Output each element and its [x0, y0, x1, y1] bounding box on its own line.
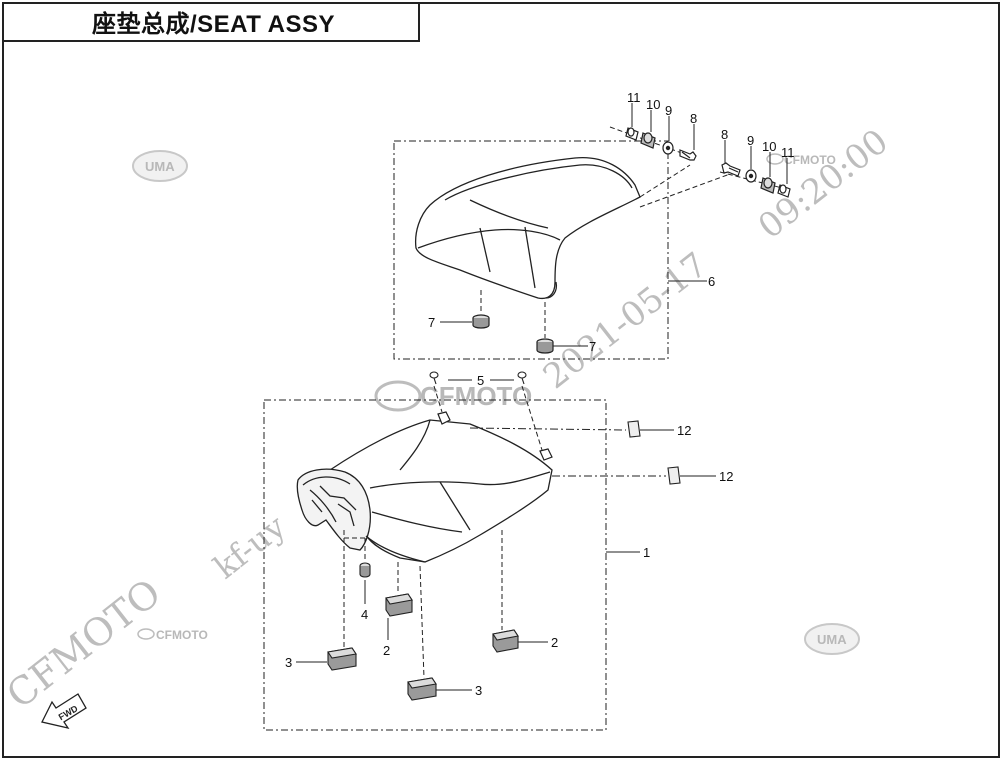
- callout-3-left: 3: [285, 655, 292, 670]
- svg-text:UMA: UMA: [817, 632, 847, 647]
- svg-text:CFMOTO: CFMOTO: [784, 153, 836, 167]
- rubber-block-2-right: [492, 629, 519, 653]
- collar-11-right: [777, 184, 791, 198]
- rear-seat-group-box: [393, 140, 669, 360]
- rubber-block-3-bottom: [407, 677, 437, 701]
- callout-2-right: 2: [551, 635, 558, 650]
- rear-seat-cushion: [414, 156, 641, 300]
- washer-9-left: [662, 141, 674, 155]
- label-pad-12-lower: [667, 466, 681, 485]
- front-seat-cushion: [296, 419, 553, 563]
- callout-12-upper: 12: [677, 423, 691, 438]
- callout-3-bottom: 3: [475, 683, 482, 698]
- watermark-brand-text: CFMOTO: [0, 570, 169, 717]
- svg-text:UMA: UMA: [145, 159, 175, 174]
- cfmoto-logo-center: CFMOTO: [374, 380, 532, 412]
- front-seat-hooks: [437, 411, 553, 461]
- callout-9-left: 9: [665, 103, 672, 118]
- callout-11-left: 11: [627, 90, 641, 105]
- callout-5: 5: [477, 373, 484, 388]
- title-block: 座垫总成/SEAT ASSY: [2, 2, 420, 42]
- callout-labels: 11 10 9 8 8 9 10 11 6 7 7 5 12 12 1 4 2 …: [285, 90, 795, 698]
- fastener-stack-right: [721, 162, 791, 198]
- rubber-block-3-left: [327, 647, 357, 671]
- callout-9-right: 9: [747, 133, 754, 148]
- callout-7-left: 7: [428, 315, 435, 330]
- screw-5-left: [429, 371, 439, 385]
- watermark-user: kf-uy: [207, 507, 293, 586]
- cfmoto-logo-left: CFMOTO: [137, 628, 208, 642]
- svg-text:CFMOTO: CFMOTO: [420, 381, 532, 411]
- page-title: 座垫总成/SEAT ASSY: [92, 10, 336, 38]
- callout-8-left: 8: [690, 111, 697, 126]
- bushing-10-right: [760, 177, 776, 194]
- washer-9-right: [745, 169, 757, 183]
- damper-4: [359, 562, 371, 578]
- label-pad-12-upper: [627, 420, 641, 438]
- bolt-8-left: [679, 149, 697, 161]
- fastener-stack-left: [625, 127, 697, 161]
- rubber-block-2-left: [385, 593, 413, 617]
- fastener-right-leaders: [724, 140, 788, 184]
- bushing-10-left: [640, 132, 656, 149]
- screw-5-right: [517, 371, 527, 385]
- callout-4: 4: [361, 607, 368, 622]
- callout-12-lower: 12: [719, 469, 733, 484]
- callout-6: 6: [708, 274, 715, 289]
- uma-badge-left: UMA: [132, 150, 188, 182]
- callout-11-right: 11: [781, 145, 795, 160]
- watermark-date: 2021-05-17: [536, 245, 715, 397]
- callout-10-right: 10: [762, 139, 776, 154]
- fastener-left-leaders: [631, 103, 695, 150]
- rubber-bumper-7-right: [536, 338, 554, 354]
- uma-badge-right: UMA: [804, 623, 860, 655]
- svg-text:CFMOTO: CFMOTO: [156, 628, 208, 642]
- callout-10-left: 10: [646, 97, 660, 112]
- bolt-8-right: [721, 162, 741, 177]
- cfmoto-logo-top: CFMOTO: [766, 153, 836, 167]
- callout-7-right: 7: [589, 339, 596, 354]
- callout-8-right: 8: [721, 127, 728, 142]
- rubber-bumper-7-left: [472, 314, 490, 329]
- callout-2-left: 2: [383, 643, 390, 658]
- collar-11-left: [625, 127, 639, 141]
- forward-direction-icon: FWD: [41, 693, 87, 730]
- front-seat-group-box: [263, 399, 607, 731]
- front-seat-leaders: [296, 379, 716, 691]
- callout-1: 1: [643, 545, 650, 560]
